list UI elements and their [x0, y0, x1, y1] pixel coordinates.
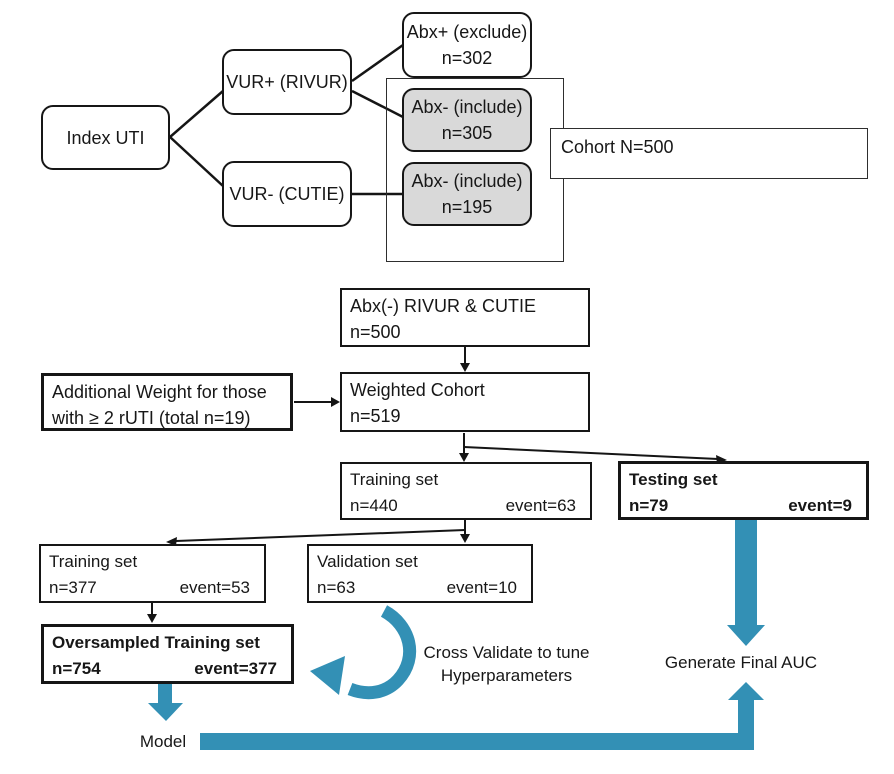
training-subset-event: event=53	[179, 578, 250, 597]
cross-validate-line1: Cross Validate to tune	[423, 643, 590, 662]
cohort-total-box: Cohort N=500	[550, 128, 868, 179]
arrowhead-right	[331, 397, 340, 407]
abx-exclude-count: n=302	[441, 48, 493, 68]
arrowhead-down	[147, 614, 157, 623]
vur-negative-box: VUR- (CUTIE)	[222, 161, 352, 227]
abx-include-cutie-box: Abx- (include) n=195	[402, 162, 532, 226]
abx-include-rivur-box: Abx- (include) n=305	[402, 88, 532, 152]
final-auc-label: Generate Final AUC	[664, 653, 818, 672]
training-set-box: Training set n=440 event=63	[340, 462, 592, 520]
testing-set-box: Testing set n=79 event=9	[618, 461, 869, 520]
abx-neg-cohort-label: Abx(-) RIVUR & CUTIE	[350, 296, 537, 316]
abx-neg-cohort-box: Abx(-) RIVUR & CUTIE n=500	[340, 288, 590, 347]
oversampled-set-event: event=377	[194, 659, 277, 678]
vur-negative-label: VUR- (CUTIE)	[229, 184, 345, 204]
connector-line	[169, 90, 224, 138]
additional-weight-line1: Additional Weight for those	[52, 382, 267, 402]
weighted-cohort-box: Weighted Cohort n=519	[340, 372, 590, 432]
abx-exclude-label: Abx+ (exclude)	[406, 22, 528, 42]
vur-positive-label: VUR+ (RIVUR)	[226, 72, 348, 92]
arrowhead-down	[460, 534, 470, 543]
index-uti-box: Index UTI	[41, 105, 170, 170]
oversampled-set-box: Oversampled Training set n=754 event=377	[41, 624, 294, 684]
validation-set-title: Validation set	[317, 552, 418, 571]
model-to-auc-elbow-arrow	[200, 682, 764, 750]
training-set-n: n=440	[350, 496, 398, 515]
oversampled-set-title: Oversampled Training set	[52, 633, 260, 652]
weighted-cohort-label: Weighted Cohort	[350, 380, 485, 400]
cross-validate-arrowhead	[310, 656, 345, 695]
additional-weight-box: Additional Weight for those with ≥ 2 rUT…	[41, 373, 293, 431]
weighted-cohort-count: n=519	[350, 406, 401, 426]
arrowhead-down	[459, 453, 469, 462]
abx-neg-cohort-count: n=500	[350, 322, 401, 342]
testing-set-n: n=79	[629, 496, 669, 515]
validation-set-box: Validation set n=63 event=10	[307, 544, 533, 603]
cross-validate-label: Cross Validate to tune Hyperparameters	[394, 641, 619, 687]
cohort-total-label: Cohort N=500	[561, 137, 674, 157]
connector-line	[463, 446, 719, 460]
training-subset-n: n=377	[49, 578, 97, 597]
abx-include-cutie-count: n=195	[441, 197, 493, 217]
abx-include-rivur-count: n=305	[441, 123, 493, 143]
testing-set-title: Testing set	[629, 470, 718, 489]
cross-validate-line2: Hyperparameters	[440, 666, 573, 685]
abx-include-rivur-label: Abx- (include)	[411, 97, 523, 117]
training-subset-title: Training set	[49, 552, 138, 571]
arrowhead-left	[166, 537, 177, 546]
abx-exclude-box: Abx+ (exclude) n=302	[402, 12, 532, 78]
validation-set-event: event=10	[446, 578, 517, 597]
vur-positive-box: VUR+ (RIVUR)	[222, 49, 352, 115]
training-set-event: event=63	[505, 496, 576, 515]
cross-validate-curved-arrow	[347, 605, 417, 700]
additional-weight-line2: with ≥ 2 rUTI (total n=19)	[52, 408, 251, 428]
validation-set-n: n=63	[317, 578, 356, 597]
model-label: Model	[139, 732, 187, 751]
training-set-title: Training set	[350, 470, 439, 489]
testing-set-event: event=9	[788, 496, 852, 515]
testing-down-arrow	[727, 520, 765, 646]
index-uti-label: Index UTI	[66, 127, 145, 148]
oversampled-set-n: n=754	[52, 659, 101, 678]
training-subset-box: Training set n=377 event=53	[39, 544, 266, 603]
abx-include-cutie-label: Abx- (include)	[411, 171, 523, 191]
arrowhead-down	[460, 363, 470, 372]
connector-line	[175, 529, 466, 542]
connector-line	[351, 43, 404, 83]
connector-line	[169, 136, 224, 187]
model-down-arrow	[148, 682, 183, 721]
connector-line	[351, 89, 404, 119]
